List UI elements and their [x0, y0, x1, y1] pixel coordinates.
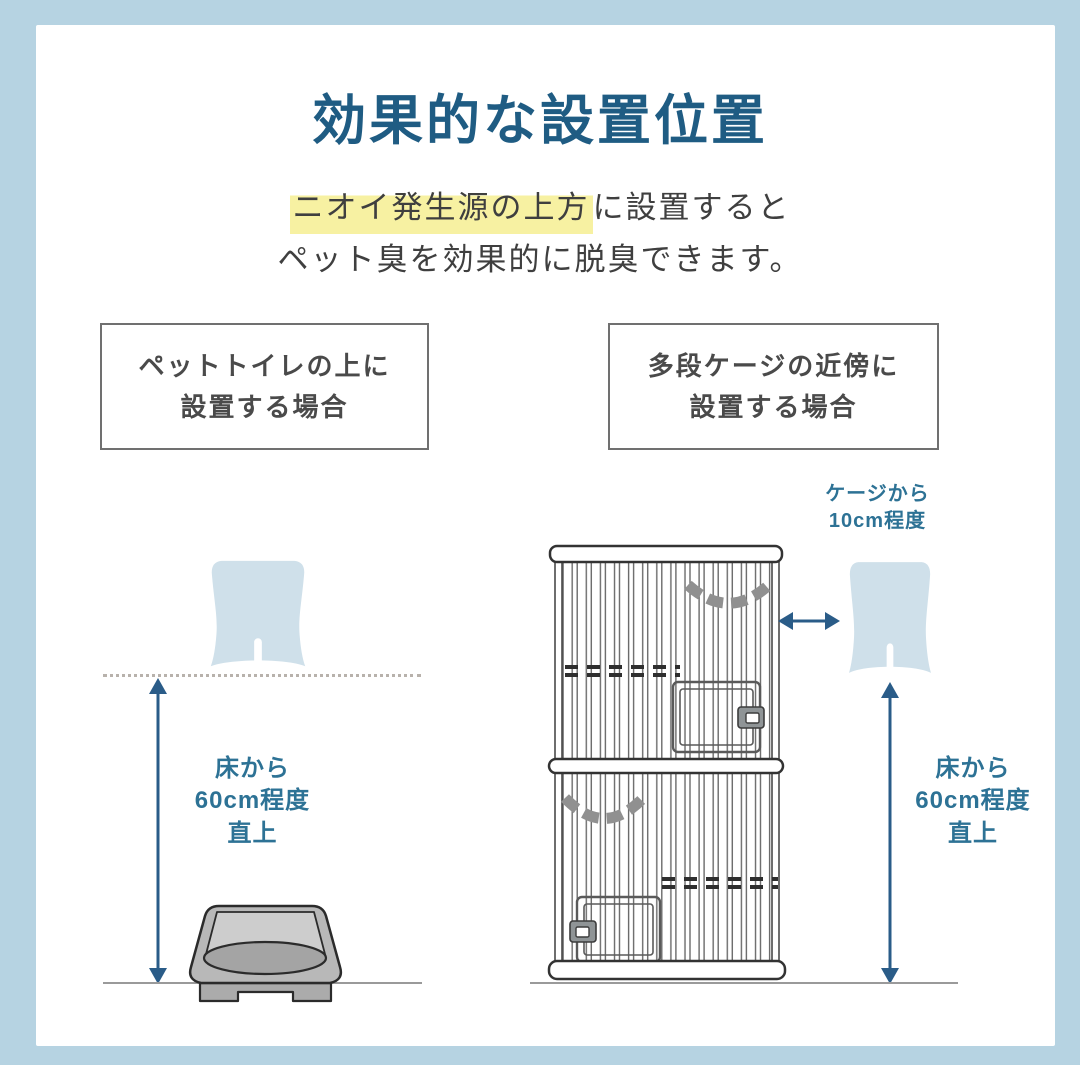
left-measurement-label: 床から 60cm程度 直上 — [160, 753, 345, 850]
left-scenario-label-line1: ペットトイレの上に — [138, 351, 391, 382]
right-measurement-line1: 床から — [935, 755, 1011, 782]
highlighted-text: ニオイ発生源の上方 — [289, 190, 593, 234]
right-scenario-box: 多段ケージの近傍に 設置する場合 — [608, 323, 939, 450]
subtitle-line1-rest: に設置すると — [592, 190, 791, 225]
left-scenario-box: ペットトイレの上に 設置する場合 — [100, 323, 429, 450]
right-measurement-line3: 直上 — [948, 819, 998, 847]
dotted-guide-line — [103, 674, 421, 677]
subtitle-line1: ニオイ発生源の上方に設置すると — [0, 182, 1080, 234]
right-height-arrow-icon — [881, 682, 899, 984]
right-measurement-line2: 60cm程度 — [915, 787, 1031, 815]
right-scenario-label-line1: 多段ケージの近傍に — [647, 351, 900, 382]
left-scenario-label-line2: 設置する場合 — [180, 391, 349, 422]
left-measurement-line2: 60cm程度 — [194, 787, 311, 815]
deodorizer-device-icon — [210, 560, 306, 668]
pet-cage-icon — [547, 544, 787, 981]
cage-distance-line2: 10cm程度 — [828, 510, 927, 532]
distance-arrow-icon — [778, 612, 840, 630]
right-floor-line — [530, 982, 958, 984]
left-height-arrow-icon — [149, 678, 167, 984]
left-measurement-line1: 床から — [215, 755, 290, 782]
subtitle-line2: ペット臭を効果的に脱臭できます。 — [277, 242, 803, 277]
deodorizer-device-icon-right — [849, 562, 931, 674]
cage-distance-line1: ケージから — [825, 483, 930, 505]
right-measurement-label: 床から 60cm程度 直上 — [898, 753, 1048, 850]
cage-distance-label: ケージから 10cm程度 — [800, 481, 955, 535]
pet-toilet-icon — [188, 904, 343, 1003]
left-measurement-line3: 直上 — [227, 819, 278, 847]
page-title: 効果的な設置位置 — [312, 91, 768, 151]
right-scenario-label-line2: 設置する場合 — [689, 391, 858, 422]
